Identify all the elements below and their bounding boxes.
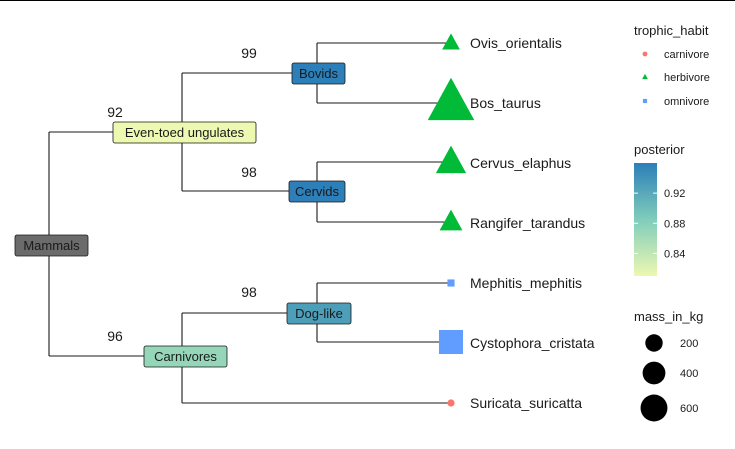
node-doglike: Dog-like	[286, 302, 352, 325]
tip-label-mephitis: Mephitis_mephitis	[470, 275, 582, 291]
node-box-doglike	[286, 302, 352, 325]
top-border	[0, 0, 735, 1]
colorbar-tick-label: 0.88	[664, 218, 685, 230]
colorbar-tick-label: 0.84	[664, 248, 685, 260]
node-label-carnivores: Carnivores	[154, 349, 217, 364]
tip-label-cervus: Cervus_elaphus	[470, 155, 571, 171]
legend-key-omnivore	[642, 98, 648, 104]
tip-labels: Ovis_orientalis Bos_taurus Cervus_elaphu…	[470, 35, 595, 411]
legend-key-herbivore	[642, 73, 648, 80]
support-cervids: 98	[241, 164, 257, 180]
support-doglike: 98	[241, 284, 257, 300]
legend-mass-label-400: 400	[680, 368, 698, 380]
node-mammals: Mammals	[14, 234, 89, 257]
node-even-toed: Even-toed ungulates	[112, 121, 257, 144]
legend-mass-key	[642, 361, 666, 385]
tip-symbols	[427, 33, 475, 407]
legend-trophic-title: trophic_habit	[634, 23, 709, 38]
node-label-bovids: Bovids	[299, 66, 339, 81]
tip-symbol-omnivore	[438, 329, 464, 355]
tip-label-rangifer: Rangifer_tarandus	[470, 215, 585, 231]
legend-mass-key	[640, 394, 668, 422]
support-carnivores: 96	[107, 328, 123, 344]
node-label-mammals: Mammals	[23, 238, 80, 253]
legend-mass-key	[645, 334, 663, 352]
legend-trophic: trophic_habit carnivore herbivore omnivo…	[634, 23, 710, 108]
node-box-mammals	[14, 234, 89, 257]
node-cervids: Cervids	[288, 180, 346, 203]
tree-branches	[48, 42, 451, 404]
legend-posterior-colorbar	[634, 163, 657, 276]
legend-mass-title: mass_in_kg	[634, 309, 703, 324]
tip-label-cystophora: Cystophora_cristata	[470, 335, 595, 351]
node-box-bovids	[291, 62, 346, 85]
legend-mass-label-600: 600	[680, 403, 698, 415]
tip-symbol-omnivore	[447, 279, 455, 287]
tip-symbol-herbivore	[435, 145, 467, 174]
node-carnivores: Carnivores	[143, 345, 228, 368]
tip-label-suricata: Suricata_suricatta	[470, 395, 582, 411]
node-label-even-toed: Even-toed ungulates	[125, 125, 245, 140]
tip-symbol-herbivore	[439, 209, 463, 231]
node-label-doglike: Dog-like	[295, 306, 343, 321]
node-box-cervids	[288, 180, 346, 203]
support-bovids: 99	[241, 45, 257, 61]
legend-posterior-title: posterior	[634, 142, 685, 157]
legend-trophic-label-omnivore: omnivore	[664, 96, 709, 108]
legend-key-carnivore	[642, 51, 648, 57]
support-even-toed: 92	[107, 104, 123, 120]
tip-symbol-carnivore	[447, 399, 455, 407]
legend-mass: mass_in_kg 200 400 600	[634, 309, 703, 422]
legend-posterior: posterior 0.92 0.88 0.84	[634, 142, 685, 276]
tip-symbol-herbivore	[442, 33, 460, 50]
tip-symbol-herbivore	[427, 77, 475, 121]
node-bovids: Bovids	[291, 62, 346, 85]
legend-mass-label-200: 200	[680, 338, 698, 350]
node-labels: Mammals Even-toed ungulates Bovids Cervi…	[14, 62, 352, 368]
tip-label-ovis: Ovis_orientalis	[470, 35, 562, 51]
legend-mass-keys	[640, 334, 668, 422]
legend-trophic-label-herbivore: herbivore	[664, 72, 710, 84]
node-box-even-toed	[112, 121, 257, 144]
legend-trophic-keys	[642, 51, 648, 104]
colorbar-tick-label: 0.92	[664, 188, 685, 200]
support-values: 92 99 98 96 98	[107, 45, 257, 344]
legend-posterior-ticks: 0.92 0.88 0.84	[634, 188, 685, 260]
node-box-carnivores	[143, 345, 228, 368]
node-label-cervids: Cervids	[295, 184, 340, 199]
tip-label-bos: Bos_taurus	[470, 95, 541, 111]
legend-trophic-label-carnivore: carnivore	[664, 49, 709, 61]
